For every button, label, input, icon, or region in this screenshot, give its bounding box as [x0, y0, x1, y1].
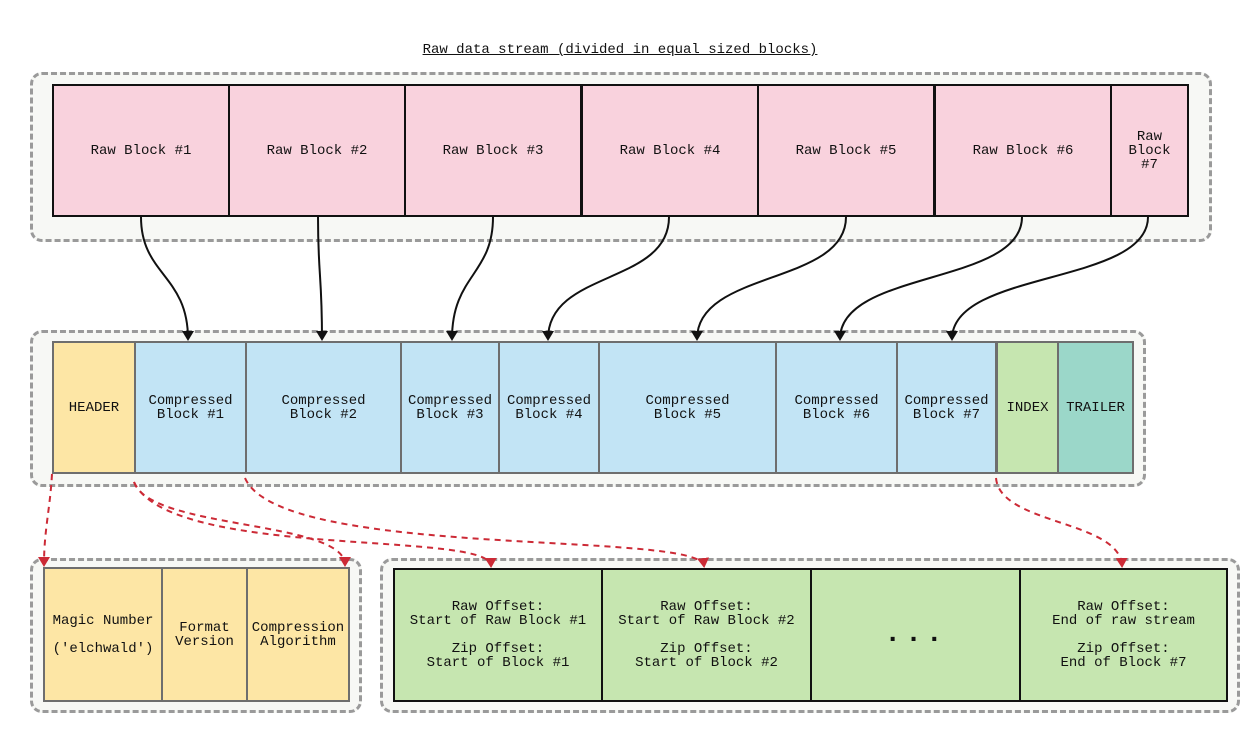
header-to-magic-arrow — [38, 473, 53, 567]
raw-block: Raw Block #5 — [757, 84, 935, 217]
compression-algorithm-field: Compression Algorithm — [246, 567, 350, 702]
block1-to-index-arrow — [133, 481, 497, 568]
index-ellipsis: ... — [810, 568, 1021, 702]
file-trailer: TRAILER — [1057, 341, 1134, 474]
raw-block: Raw Block #3 — [404, 84, 582, 217]
raw-block: Raw Block #7 — [1110, 84, 1189, 217]
magic-number-field: Magic Number ('elchwald') — [43, 567, 163, 702]
file-header: HEADER — [52, 341, 136, 474]
header-to-fields-arrow — [133, 481, 351, 567]
magic-number-label: Magic Number — [52, 612, 154, 629]
block7-end-to-index-arrow — [995, 477, 1128, 568]
raw-block: Raw Block #6 — [934, 84, 1112, 217]
compressed-block: Compressed Block #4 — [498, 341, 600, 474]
compressed-block: Compressed Block #3 — [400, 341, 500, 474]
magic-number-value: ('elchwald') — [52, 640, 154, 657]
file-index: INDEX — [996, 341, 1059, 474]
format-version-field: Format Version — [161, 567, 248, 702]
compressed-block: Compressed Block #2 — [245, 341, 402, 474]
index-entry: Raw Offset: End of raw stream Zip Offset… — [1019, 568, 1228, 702]
compressed-block: Compressed Block #7 — [896, 341, 997, 474]
raw-block: Raw Block #2 — [228, 84, 406, 217]
compressed-block: Compressed Block #5 — [598, 341, 777, 474]
index-entry: Raw Offset: Start of Raw Block #2 Zip Of… — [601, 568, 812, 702]
diagram-title: Raw data stream (divided in equal sized … — [422, 42, 818, 58]
index-entry: Raw Offset: Start of Raw Block #1 Zip Of… — [393, 568, 603, 702]
compressed-block: Compressed Block #6 — [775, 341, 898, 474]
raw-block: Raw Block #4 — [581, 84, 759, 217]
raw-block: Raw Block #1 — [52, 84, 230, 217]
block2-to-index-arrow — [244, 477, 709, 568]
compressed-block: Compressed Block #1 — [134, 341, 247, 474]
